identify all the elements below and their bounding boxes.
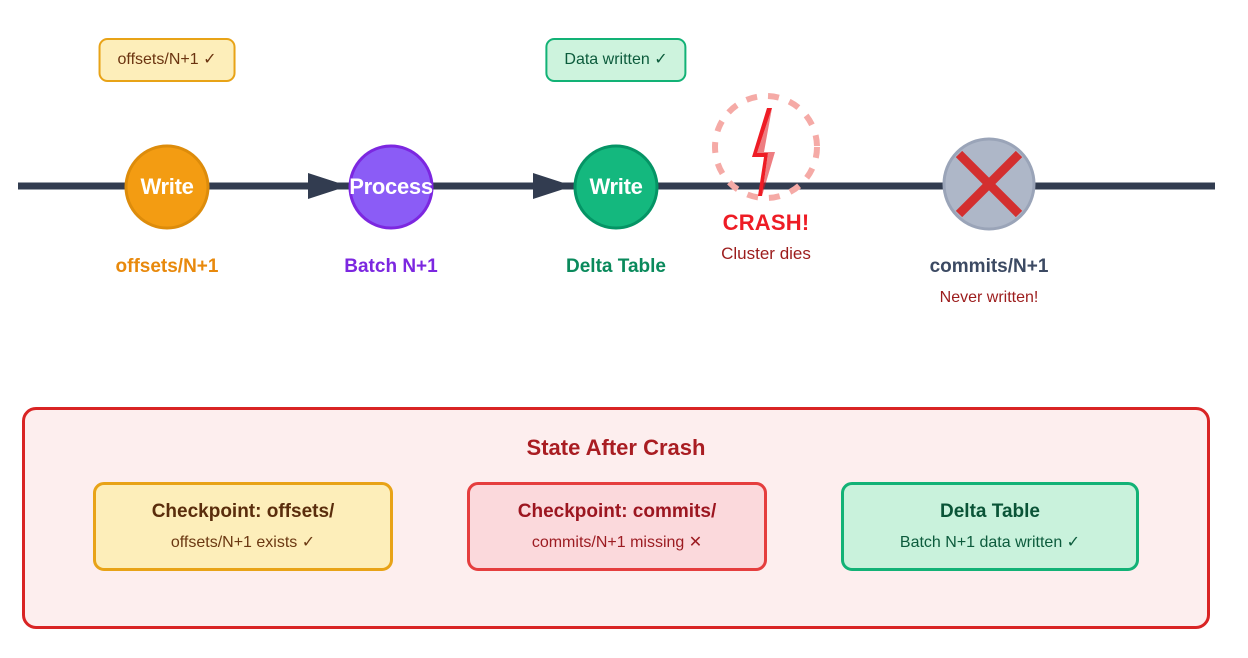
- node-circle-write-delta[interactable]: [573, 144, 659, 230]
- node-label-write-offsets: Write: [140, 174, 194, 199]
- crash-subtitle: Cluster dies: [721, 244, 811, 263]
- state-card-delta-table[interactable]: Delta Table Batch N+1 data written ✓: [841, 482, 1139, 571]
- state-card-subtitle: commits/N+1 missing ✕: [531, 534, 703, 551]
- state-card-title: Checkpoint: offsets/: [151, 501, 335, 522]
- state-card-subtitle: Batch N+1 data written ✓: [899, 534, 1081, 551]
- node-caption-delta-table: Delta Table: [566, 256, 666, 277]
- lightning-bolt-icon: [752, 108, 772, 196]
- state-card-subtitle: offsets/N+1 exists ✓: [170, 534, 316, 551]
- crash-title: CRASH!: [722, 210, 810, 235]
- pill-offsets-written[interactable]: offsets/N+1 ✓: [98, 38, 236, 82]
- node-caption-batch: Batch N+1: [344, 256, 438, 277]
- cross-icon: [955, 150, 1023, 218]
- state-card-checkpoint-commits[interactable]: Checkpoint: commits/ commits/N+1 missing…: [467, 482, 767, 571]
- lightning-bolt-icon-shade: [757, 108, 775, 196]
- node-label-write-delta: Write: [589, 174, 643, 199]
- arrowhead-2: [533, 173, 573, 199]
- node-label-process-batch: Process: [349, 174, 433, 199]
- node-subcaption-never-written: Never written!: [939, 289, 1039, 306]
- state-card-list: Checkpoint: offsets/ offsets/N+1 exists …: [25, 482, 1207, 571]
- state-panel-title: State After Crash: [526, 435, 706, 460]
- pill-data-written[interactable]: Data written ✓: [545, 38, 687, 82]
- node-caption-commits: commits/N+1: [929, 256, 1049, 277]
- timeline-graphic: [18, 93, 1215, 231]
- state-card-title: Delta Table: [940, 501, 1040, 522]
- state-after-crash-panel: State After Crash Checkpoint: offsets/ o…: [22, 407, 1210, 629]
- state-card-checkpoint-offsets[interactable]: Checkpoint: offsets/ offsets/N+1 exists …: [93, 482, 393, 571]
- crash-ring: [712, 93, 820, 201]
- node-caption-offsets: offsets/N+1: [115, 256, 219, 277]
- state-card-title: Checkpoint: commits/: [517, 501, 717, 522]
- arrowhead-1: [308, 173, 348, 199]
- node-circle-process-batch[interactable]: [348, 144, 434, 230]
- node-circle-write-offsets[interactable]: [124, 144, 210, 230]
